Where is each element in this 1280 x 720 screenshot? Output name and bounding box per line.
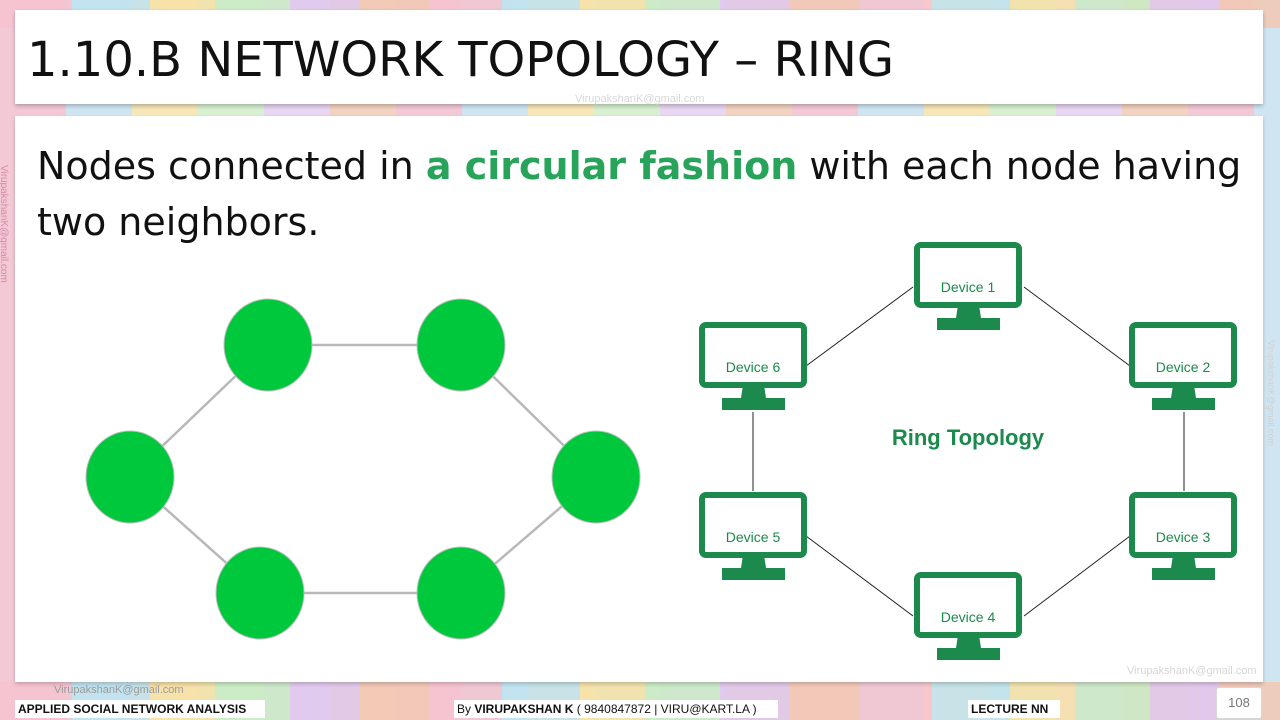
- device-1: Device 1: [914, 242, 1022, 330]
- title-box: 1.10.B NETWORK TOPOLOGY – RING: [15, 10, 1263, 104]
- ring-node-3: [551, 430, 641, 524]
- ring-node-6: [85, 430, 175, 524]
- footer-by: By: [457, 702, 475, 716]
- body-text-suffix: with each node having two neighbors.: [37, 144, 1242, 244]
- device-ring-edges: [752, 286, 1185, 617]
- slide-title: 1.10.B NETWORK TOPOLOGY – RING: [27, 32, 895, 88]
- footer-author-name: VIRUPAKSHAN K: [474, 702, 574, 716]
- footer-contact: ( 9840847872 | VIRU@KART.LA ): [573, 702, 757, 716]
- device-2-label: Device 2: [1156, 359, 1211, 375]
- device-3-label: Device 3: [1156, 529, 1211, 545]
- body-text: Nodes connected in a circular fashion wi…: [37, 138, 1247, 250]
- device-3: Device 3: [1129, 492, 1237, 580]
- device-6: Device 6: [699, 322, 807, 410]
- circle-ring-edges: [129, 343, 597, 595]
- device-ring-diagram: Device 1 Device 2 Device 3 Device 4 Devi…: [699, 242, 1237, 660]
- watermark-vertical-left: VirupakshanK@gmail.com: [0, 165, 9, 283]
- device-4-label: Device 4: [941, 609, 996, 625]
- footer-course: APPLIED SOCIAL NETWORK ANALYSIS: [15, 700, 265, 718]
- circle-ring-diagram: [85, 298, 641, 640]
- ring-node-5: [215, 546, 305, 640]
- watermark-vertical-right: VirupakshanK@gmail.com: [1266, 340, 1276, 447]
- footer-lecture: LECTURE NN: [968, 700, 1060, 718]
- ring-node-4: [416, 546, 506, 640]
- device-1-label: Device 1: [941, 279, 996, 295]
- footer-author: By VIRUPAKSHAN K ( 9840847872 | VIRU@KAR…: [454, 700, 778, 718]
- device-5-label: Device 5: [726, 529, 781, 545]
- topology-label: Ring Topology: [892, 425, 1045, 450]
- body-text-highlight: a circular fashion: [425, 144, 798, 188]
- circle-ring-nodes: [85, 298, 641, 640]
- ring-node-1: [223, 298, 313, 392]
- device-2: Device 2: [1129, 322, 1237, 410]
- ring-node-2: [416, 298, 506, 392]
- page-number: 108: [1216, 687, 1262, 719]
- watermark-footer: VirupakshanK@gmail.com: [54, 684, 184, 696]
- watermark-content: VirupakshanK@gmail.com: [1127, 665, 1257, 677]
- device-4: Device 4: [914, 572, 1022, 660]
- watermark-title: VirupakshanK@gmail.com: [575, 93, 705, 105]
- device-6-label: Device 6: [726, 359, 781, 375]
- body-text-prefix: Nodes connected in: [37, 144, 426, 188]
- device-5: Device 5: [699, 492, 807, 580]
